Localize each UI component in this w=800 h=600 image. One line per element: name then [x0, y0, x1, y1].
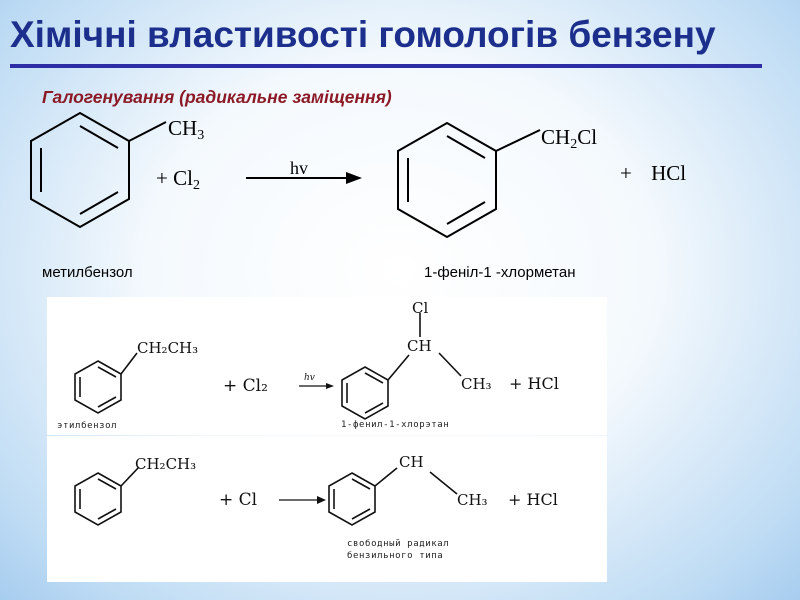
product-ch-label-2: CH: [407, 337, 432, 355]
product-chloromethyl-group: CH2Cl: [541, 125, 598, 152]
section-subtitle: Галогенування (радикальне заміщення): [42, 87, 392, 107]
reactant-name-methylbenzene: метилбензол: [42, 264, 133, 281]
product-ch3-label-2: CH₃: [461, 375, 492, 393]
reactant-methyl-group: CH3: [168, 116, 205, 143]
product-name-phenylchloromethane: 1-феніл-1 -хлорметан: [424, 264, 576, 281]
title-underline: [10, 64, 762, 68]
toluene-ring: [30, 111, 130, 229]
product-ch3-label-3: CH₃: [457, 491, 488, 509]
product-cl-label-2: Cl: [412, 299, 428, 317]
reaction-arrow-1-head: [346, 172, 362, 184]
toluene-substituent-bond: [128, 121, 167, 142]
slide-title: Хімічні властивості гомологів бензену: [10, 14, 716, 55]
caption-free-radical-line1: свободный радикал: [347, 538, 449, 549]
product-ch-label-3: CH: [399, 453, 424, 471]
byproduct-hcl-3: + HCl: [508, 490, 558, 509]
scan-benzylic-radical-formation: CH₂CH₃ + Cl CH CH₃ + HCl свободный радик…: [47, 436, 607, 582]
scan-ethylbenzene-chlorination: CH₂CH₃ + Cl₂ hv Cl CH CH₃ + HCl этилбенз…: [47, 297, 607, 435]
ethyl-group-3: CH₂CH₃: [135, 455, 196, 473]
reagent-cl-radical-3: + Cl: [219, 490, 257, 510]
caption-phenylchloroethane: 1-фенил-1-хлорэтан: [341, 420, 449, 430]
scan-reaction-2-drawing: CH₂CH₃ + Cl₂ hv Cl CH CH₃ + HCl этилбенз…: [57, 299, 559, 431]
reagent-cl2-2: + Cl₂: [223, 376, 268, 396]
byproduct-hcl-2: + HCl: [509, 374, 559, 393]
benzyl-chloride-ring: [397, 121, 497, 239]
scan-reaction-3-drawing: CH₂CH₃ + Cl CH CH₃ + HCl свободный радик…: [74, 453, 558, 561]
condition-hv-2: hv: [304, 373, 315, 383]
caption-free-radical-line2: бензильного типа: [347, 550, 443, 561]
benzyl-chloride-substituent-bond: [495, 129, 541, 152]
byproduct-hcl-1: + HCl: [620, 161, 687, 185]
reagent-chlorine: + Cl2: [156, 166, 200, 193]
caption-ethylbenzene: этилбензол: [57, 420, 117, 431]
condition-hv-1: hv: [290, 158, 308, 178]
ethyl-group-2: CH₂CH₃: [137, 339, 198, 357]
